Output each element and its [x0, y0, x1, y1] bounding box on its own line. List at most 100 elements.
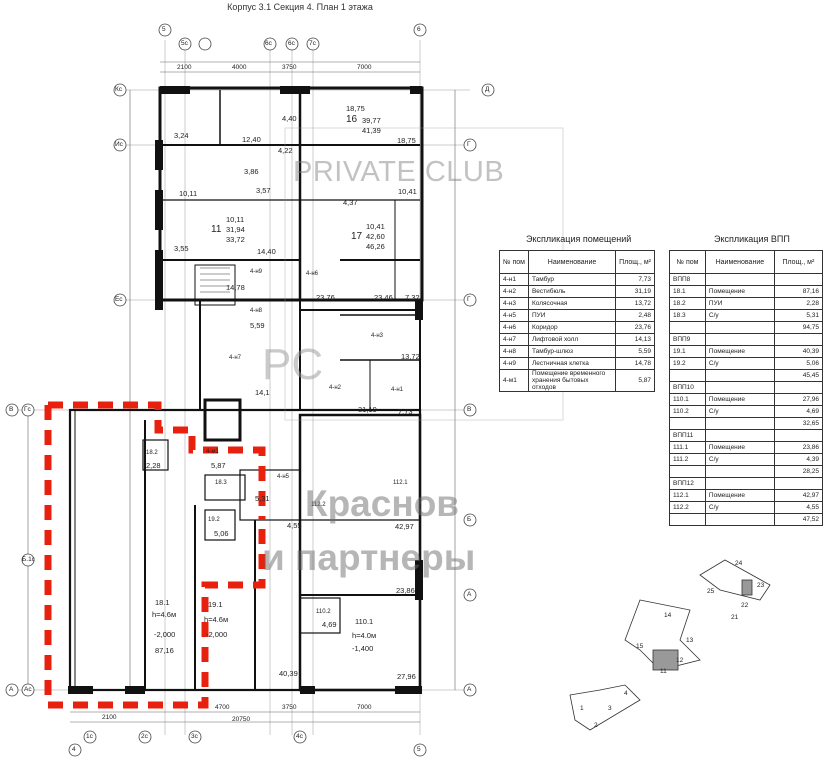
axis-label-top: 5с	[181, 40, 188, 47]
room-area: 5,31	[255, 494, 270, 503]
room-area: 18,75	[397, 136, 416, 145]
table-cell	[704, 273, 775, 286]
room-tag: 4-н9	[250, 269, 262, 275]
table-cell: С/у	[704, 405, 775, 418]
room-area: 31,19	[358, 405, 377, 414]
dimension-top: 7000	[357, 64, 372, 71]
table-cell	[669, 321, 706, 334]
table-row: 32,65	[669, 417, 824, 430]
table-cell: ВПП12	[669, 477, 706, 490]
table-cell: Помещение временного хранения бытовых от…	[527, 369, 617, 392]
unit-level: -2,000	[154, 630, 176, 639]
room-area: 12,40	[242, 135, 261, 144]
table-cell	[773, 333, 824, 346]
key-plan-number: 14	[664, 612, 672, 619]
table-cell: 4,69	[773, 405, 824, 418]
axis-label-bottom: 1с	[86, 733, 93, 740]
table-cell: 5,31	[773, 309, 824, 322]
axis-label-bottom: 2с	[141, 733, 148, 740]
room-area: 4,40	[282, 114, 297, 123]
watermark-brand-line1: Краснов	[305, 483, 460, 524]
key-plan-number: 11	[660, 668, 667, 675]
room-area: 5,59	[250, 321, 265, 330]
table-cell: 23,76	[615, 321, 655, 334]
key-plan-number: 23	[757, 582, 765, 589]
room-tag: 4-н3	[371, 333, 383, 339]
room-area: 13,72	[401, 352, 420, 361]
watermark-brand-line2: и партнеры	[262, 537, 476, 578]
table-cell: ВПП8	[669, 273, 706, 286]
table-cell: 23,86	[773, 441, 824, 454]
key-plan-number: 13	[686, 637, 694, 644]
table-cell	[704, 465, 775, 478]
room-area: 10,11	[226, 215, 245, 224]
table-cell: 111.1	[669, 441, 706, 454]
room-tag: 18.2	[146, 450, 158, 456]
room-area: 10,11	[179, 189, 198, 198]
room-area: 23,46	[374, 293, 393, 302]
room-area: 10,41	[398, 187, 417, 196]
dimension-bottom: 7000	[357, 704, 372, 711]
axis-label-left: Гс	[24, 406, 31, 413]
table-cell: 111.2	[669, 453, 706, 466]
table-row: ВПП8	[669, 273, 824, 286]
room-area: 31,94	[226, 225, 245, 234]
room-area: 5,87	[211, 461, 226, 470]
table-cell: 87,16	[773, 285, 824, 298]
room-tag: 4-н6	[306, 271, 318, 277]
unit-height: h=4.0м	[352, 631, 377, 640]
watermark-private-club: PRIVATE CLUB	[293, 156, 505, 188]
table-cell: 4-м1	[499, 369, 529, 392]
axis-label-top: 6с	[265, 40, 272, 47]
table-cell	[704, 429, 775, 442]
dimension-top: 4000	[232, 64, 247, 71]
room-area: 40,39	[279, 669, 298, 678]
key-plan-number: 25	[707, 588, 715, 595]
table-cell	[669, 513, 706, 526]
table-cell: 110.1	[669, 393, 706, 406]
room-area: 7,73	[398, 407, 413, 416]
table-cell: Лифтовой холл	[527, 333, 617, 346]
axis-markers	[5, 23, 495, 757]
room-area: 4,37	[343, 198, 358, 207]
axis-label-left: Ес	[115, 296, 123, 303]
axis-label-bottom: 4с	[296, 733, 303, 740]
key-plan-number: 24	[735, 560, 743, 567]
dimension-top: 3750	[282, 64, 297, 71]
key-plan	[569, 559, 771, 731]
axis-label-right: Г	[467, 141, 471, 148]
room-area: 46,26	[366, 242, 385, 251]
table-cell: 19.2	[669, 357, 706, 370]
table-row: 94,75	[669, 321, 824, 334]
room-tag: 19.2	[208, 517, 220, 523]
table-cell: 19.1	[669, 345, 706, 358]
table-cell: 14,13	[615, 333, 655, 346]
table2-title: Экспликация ВПП	[714, 234, 790, 244]
axis-label-left: В	[9, 406, 14, 413]
room-area: 42,60	[366, 232, 385, 241]
table-cell: 2,28	[773, 297, 824, 310]
apartment-number: 17	[351, 231, 363, 242]
apartment-number: 16	[346, 114, 358, 125]
table-row: ВПП10	[669, 381, 824, 394]
table-cell: 18.1	[669, 285, 706, 298]
table-cell	[669, 417, 706, 430]
table-cell: Помещение	[704, 393, 775, 406]
axis-label-left: Б.1с	[22, 556, 35, 563]
room-area: 33,72	[226, 235, 245, 244]
axis-label-left: А	[9, 686, 14, 693]
table-cell: 4-н3	[499, 297, 529, 310]
room-area: 14,40	[257, 247, 276, 256]
room-area: 2,28	[146, 461, 161, 470]
